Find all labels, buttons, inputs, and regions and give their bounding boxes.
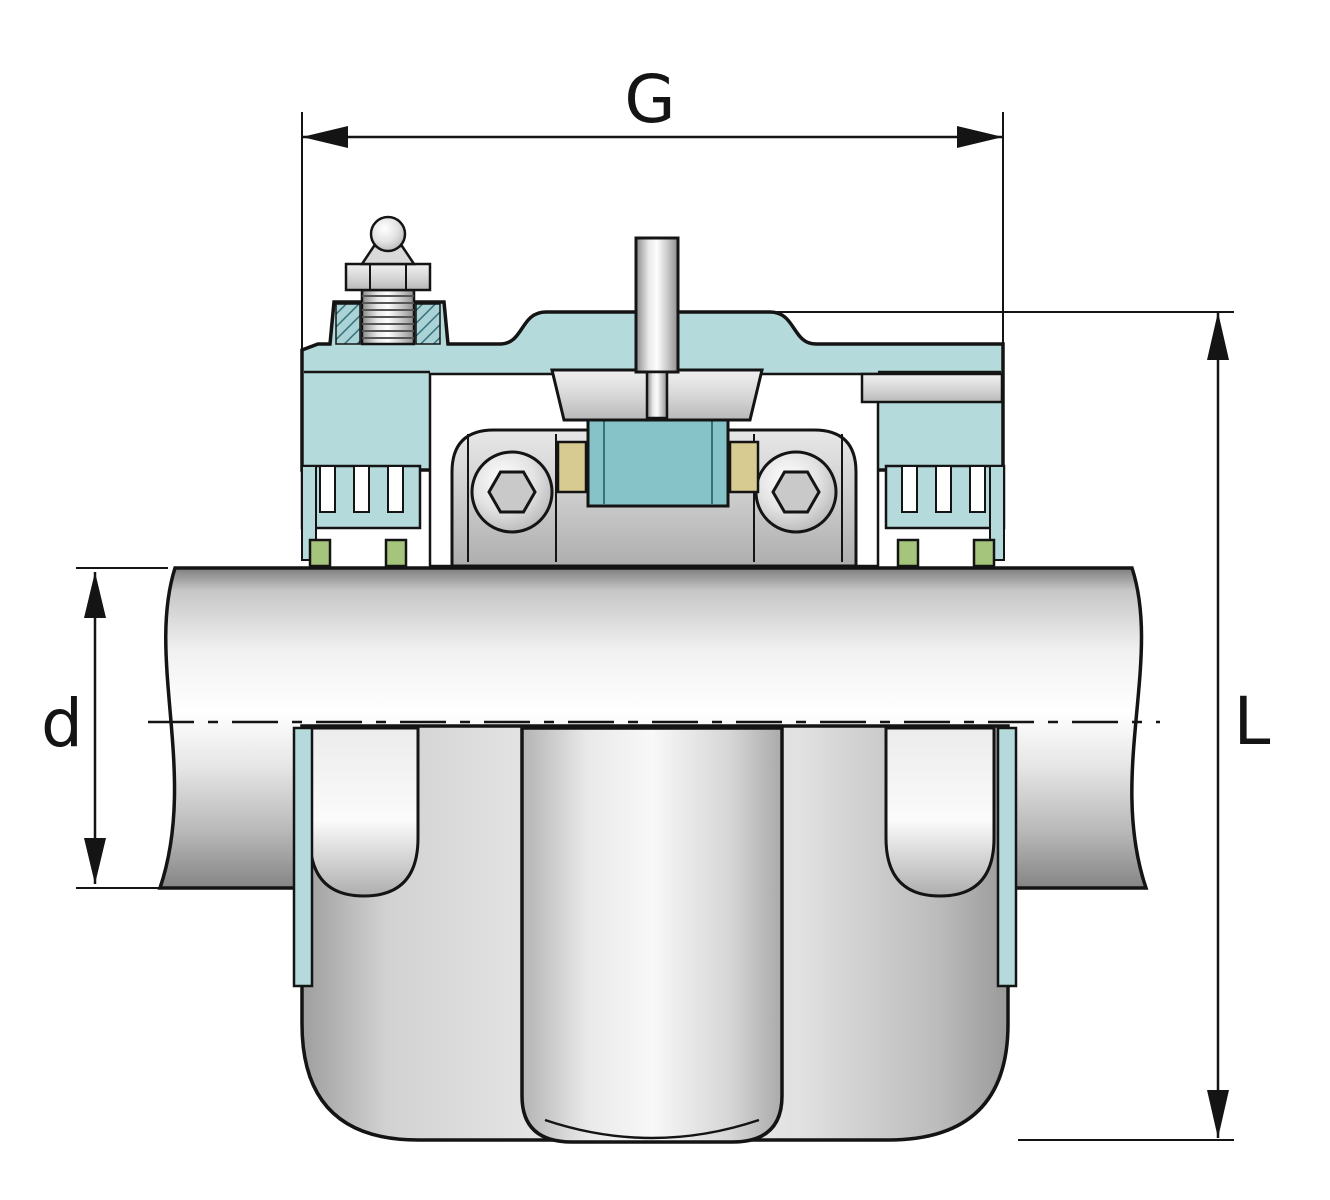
seal-gap (901, 465, 918, 513)
dimension-l: L (700, 311, 1271, 1141)
bush-insert-left (556, 440, 588, 494)
side-seal-strip-left (292, 726, 314, 988)
bolt-recess-right (884, 726, 996, 898)
arrow-up-icon (1207, 312, 1229, 360)
dimension-g: G (301, 61, 1004, 374)
dim-l-label: L (1234, 683, 1271, 760)
nipple-ball (369, 215, 407, 253)
hex-socket-icon (487, 470, 537, 514)
seal-outer-lip (989, 465, 1005, 561)
seal-gap (387, 465, 404, 513)
housing-center-block (520, 726, 784, 1144)
bush-insert-right (728, 440, 760, 494)
bushing-block (586, 416, 730, 508)
dimension-d: d (41, 567, 168, 889)
seal-gap (969, 465, 986, 513)
labyrinth-seal-right (884, 464, 1006, 568)
bolt-recess-left (308, 726, 420, 898)
nipple-thread-lines (362, 295, 414, 339)
nipple-hex-base (344, 262, 432, 292)
center-bushing (556, 416, 760, 508)
seal-gap (319, 465, 336, 513)
arrow-down-icon (1207, 1090, 1229, 1138)
arrow-up-icon (84, 572, 106, 618)
stud-body (634, 236, 680, 374)
housing-upper-cap (300, 215, 1006, 568)
hex-socket-icon (771, 470, 821, 514)
dim-d-label: d (41, 685, 83, 762)
hex-socket-screw-left (470, 450, 554, 534)
arrow-left-icon (302, 126, 348, 148)
dim-g-label: G (624, 61, 675, 138)
seal-ring-green (384, 538, 408, 568)
housing-lower (292, 724, 1018, 1144)
thread-hatch-right (415, 303, 441, 345)
seal-gap (353, 465, 370, 513)
center-block-fillet (544, 1118, 760, 1140)
seal-ring-green (896, 538, 920, 568)
stud-neck (645, 370, 669, 420)
seal-ring-green (972, 538, 996, 568)
arrow-down-icon (84, 838, 106, 884)
end-plate-right (860, 372, 1004, 404)
seal-gap (935, 465, 952, 513)
hex-socket-screw-right (754, 450, 838, 534)
grease-nipple (335, 215, 441, 346)
labyrinth-seal-left (300, 464, 422, 568)
side-seal-strip-right (996, 726, 1018, 988)
arrow-right-icon (957, 126, 1003, 148)
seal-ring-green (308, 538, 332, 568)
center-stud-assembly (550, 236, 764, 422)
thread-hatch-left (335, 303, 361, 345)
nipple-cone (359, 244, 417, 266)
